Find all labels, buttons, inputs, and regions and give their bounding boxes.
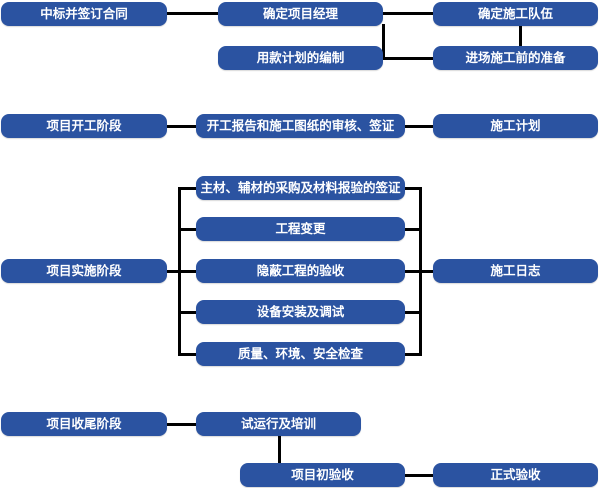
connector — [278, 435, 281, 464]
connector — [405, 125, 434, 128]
connector — [178, 311, 197, 314]
connector — [178, 187, 181, 355]
node-implementation-item: 主材、辅材的采购及材料报验的签证 — [196, 176, 405, 200]
node-kickoff-review: 开工报告和施工图纸的审核、签证 — [196, 114, 405, 138]
connector — [167, 125, 197, 128]
node-implementation-stage: 项目实施阶段 — [1, 259, 167, 283]
node-construction-team: 确定施工队伍 — [433, 2, 598, 26]
node-contract-start: 中标并签订合同 — [1, 2, 167, 26]
node-final-acceptance: 正式验收 — [433, 463, 598, 487]
connector — [178, 353, 197, 356]
connector — [405, 311, 422, 314]
node-project-manager: 确定项目经理 — [218, 2, 383, 26]
node-funds-plan: 用款计划的编制 — [218, 46, 383, 70]
connector — [178, 187, 197, 190]
connector — [167, 423, 197, 426]
connector — [405, 187, 422, 190]
connector — [405, 228, 422, 231]
node-site-preparation: 进场施工前的准备 — [433, 46, 598, 70]
node-construction-log: 施工日志 — [433, 259, 598, 283]
connector — [405, 353, 422, 356]
connector — [405, 270, 434, 273]
node-construction-plan: 施工计划 — [433, 114, 598, 138]
node-closing-stage: 项目收尾阶段 — [1, 412, 167, 436]
node-initial-acceptance: 项目初验收 — [240, 463, 405, 487]
node-implementation-item: 设备安装及调试 — [196, 300, 405, 324]
connector — [167, 270, 197, 273]
connector — [383, 57, 434, 60]
node-trial-training: 试运行及培训 — [196, 412, 361, 436]
node-kickoff-stage: 项目开工阶段 — [1, 114, 167, 138]
connector — [167, 12, 219, 15]
connector — [383, 12, 434, 15]
node-implementation-item: 隐蔽工程的验收 — [196, 259, 405, 283]
connector — [178, 228, 197, 231]
connector — [382, 24, 385, 60]
node-implementation-item: 质量、环境、安全检查 — [196, 342, 405, 366]
connector — [519, 24, 522, 48]
connector — [405, 474, 434, 477]
node-implementation-item: 工程变更 — [196, 217, 405, 241]
